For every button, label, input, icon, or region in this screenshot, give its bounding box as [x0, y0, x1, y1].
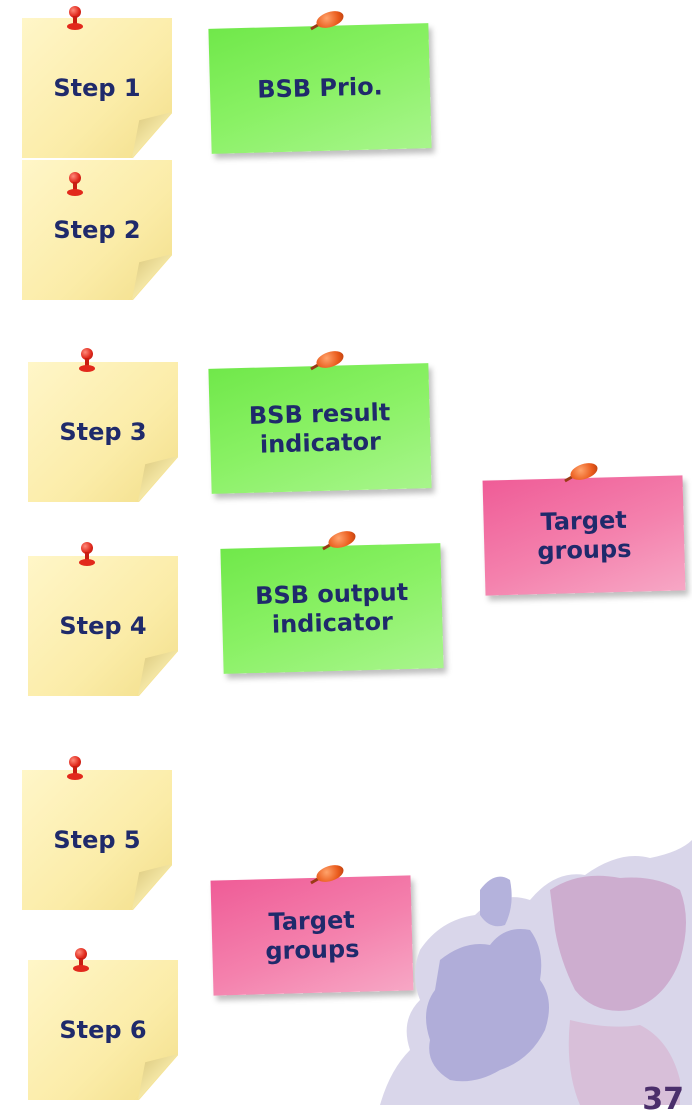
page-curl	[132, 112, 172, 158]
europe-map-decoration: 37	[380, 830, 692, 1117]
red-pushpin-icon	[79, 542, 95, 566]
bsb-prio-note: BSB Prio.	[208, 23, 432, 154]
page-curl	[138, 456, 178, 502]
step-note-1: Step 1	[22, 18, 172, 158]
step-label: Step 3	[59, 417, 147, 446]
step-note-6: Step 6	[28, 960, 178, 1100]
red-pushpin-icon	[79, 348, 95, 372]
page-curl	[132, 254, 172, 300]
orange-pushpin-icon	[310, 8, 346, 32]
page-curl	[132, 864, 172, 910]
step-note-3: Step 3	[28, 362, 178, 502]
step-label: Step 1	[53, 73, 141, 102]
page-curl	[138, 650, 178, 696]
note-text: BSB Prio.	[256, 72, 384, 104]
note-text: BSB result indicator	[248, 397, 391, 459]
note-text: Target groups	[264, 905, 360, 965]
red-pushpin-icon	[67, 6, 83, 30]
red-pushpin-icon	[73, 948, 89, 972]
bsb-result-indicator-note: BSB result indicator	[208, 363, 432, 494]
page-number: 37	[642, 1082, 684, 1117]
orange-pushpin-icon	[310, 862, 346, 886]
note-text: Target groups	[536, 505, 632, 565]
step-label: Step 4	[59, 611, 147, 640]
orange-pushpin-icon	[564, 460, 600, 484]
step-note-4: Step 4	[28, 556, 178, 696]
target-groups-note-top: Target groups	[482, 475, 686, 596]
bsb-output-indicator-note: BSB output indicator	[220, 543, 444, 674]
step-note-5: Step 5	[22, 770, 172, 910]
step-note-2: Step 2	[22, 160, 172, 300]
europe-map-icon	[380, 840, 692, 1105]
step-label: Step 6	[59, 1015, 147, 1044]
red-pushpin-icon	[67, 172, 83, 196]
step-label: Step 5	[53, 825, 141, 854]
page-curl	[138, 1054, 178, 1100]
orange-pushpin-icon	[322, 528, 358, 552]
red-pushpin-icon	[67, 756, 83, 780]
note-text: BSB output indicator	[254, 577, 409, 639]
step-label: Step 2	[53, 215, 141, 244]
orange-pushpin-icon	[310, 348, 346, 372]
